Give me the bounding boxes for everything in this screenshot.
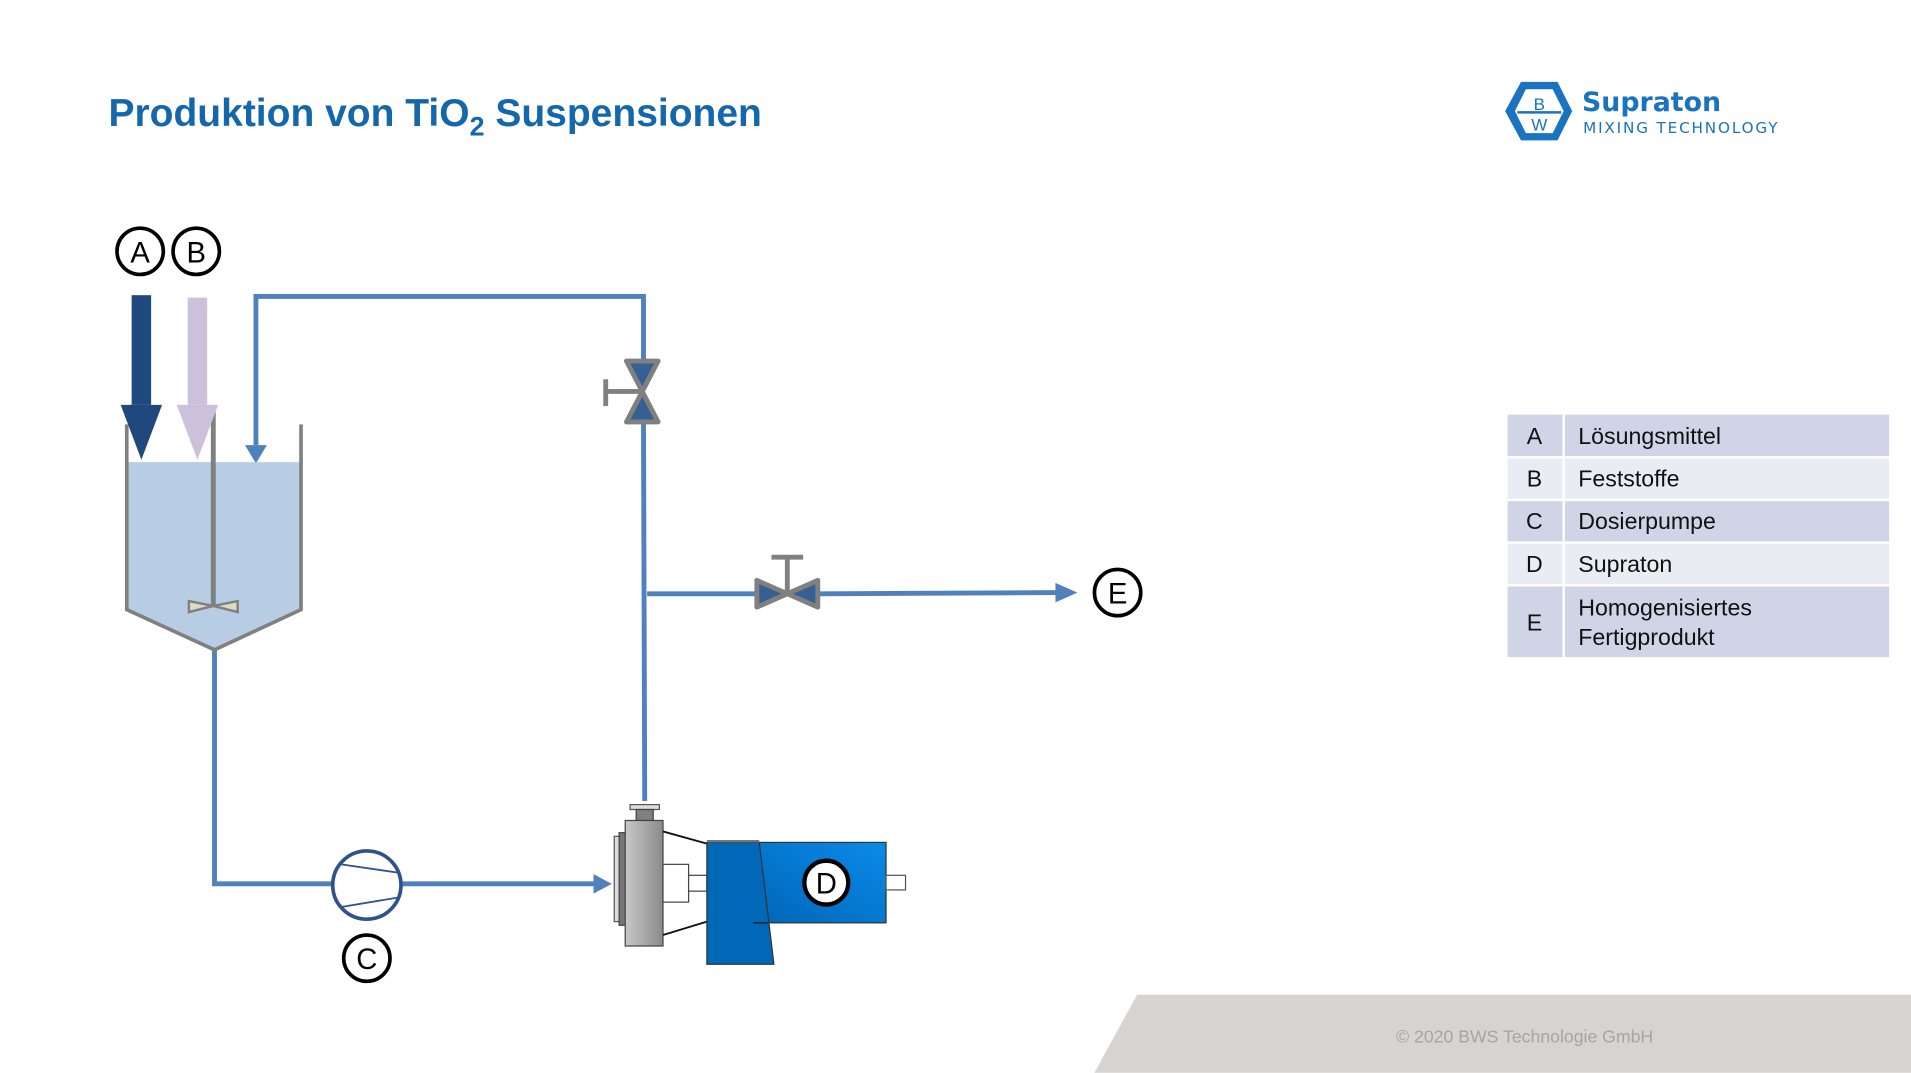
recirculation-arrowhead (244, 445, 267, 464)
valve-horizontal[interactable] (754, 554, 821, 610)
product-arrowhead (1055, 582, 1078, 603)
return-pipe (641, 423, 648, 801)
legend-row: C Dosierpumpe (1507, 501, 1890, 542)
svg-text:Lösungsmittel: Lösungsmittel (1578, 423, 1721, 449)
svg-text:C: C (1526, 508, 1543, 534)
page-title: Produktion von TiO2 Suspensionen (108, 92, 761, 142)
svg-text:B: B (1527, 466, 1542, 492)
svg-text:D: D (816, 869, 837, 901)
label-a: A (115, 226, 166, 277)
pipes (212, 293, 1061, 887)
mixing-tank (124, 408, 303, 652)
svg-text:Feststoffe: Feststoffe (1578, 466, 1679, 492)
svg-text:D: D (1526, 551, 1543, 577)
legend-table: A Lösungsmittel B Feststoffe C Dosierpum… (1507, 414, 1890, 658)
recirculation-pipe (253, 293, 646, 446)
legend-row: E Homogenisiertes Fertigprodukt (1507, 586, 1890, 658)
svg-text:B: B (1534, 95, 1545, 114)
dosing-pump (330, 849, 403, 922)
product-pipe (818, 590, 1061, 597)
feed-arrowhead (593, 874, 612, 894)
footer-band (1094, 994, 1911, 1073)
svg-text:Fertigprodukt: Fertigprodukt (1578, 624, 1715, 650)
solvent-arrow (120, 295, 163, 460)
label-d: D (802, 858, 851, 907)
agitator-blade (212, 599, 239, 614)
label-c: C (341, 933, 392, 984)
legend-row: A Lösungsmittel (1507, 414, 1890, 457)
svg-text:E: E (1527, 609, 1542, 635)
svg-text:W: W (1531, 116, 1548, 135)
copyright: © 2020 BWS Technologie GmbH (1396, 1026, 1653, 1046)
svg-text:Homogenisiertes: Homogenisiertes (1578, 595, 1752, 621)
agitator-blade (187, 599, 214, 614)
svg-text:Supraton: Supraton (1578, 551, 1672, 577)
supraton-machine (613, 804, 907, 965)
suction-pipe (212, 648, 598, 887)
svg-text:A: A (1527, 423, 1543, 449)
supraton-logo: B W Supraton MIXING TECHNOLOGY (1505, 81, 1779, 141)
solids-arrow (176, 297, 219, 460)
svg-text:C: C (356, 944, 377, 976)
legend-row: B Feststoffe (1507, 458, 1890, 499)
label-b: B (171, 226, 222, 277)
svg-text:Dosierpumpe: Dosierpumpe (1578, 508, 1716, 534)
label-e: E (1092, 567, 1143, 618)
legend-row: D Supraton (1507, 543, 1890, 585)
svg-text:A: A (130, 237, 150, 269)
valve-vertical[interactable] (603, 358, 661, 425)
svg-text:E: E (1108, 579, 1128, 611)
svg-text:MIXING TECHNOLOGY: MIXING TECHNOLOGY (1583, 119, 1779, 137)
svg-text:B: B (186, 237, 206, 269)
svg-text:Supraton: Supraton (1582, 87, 1721, 118)
